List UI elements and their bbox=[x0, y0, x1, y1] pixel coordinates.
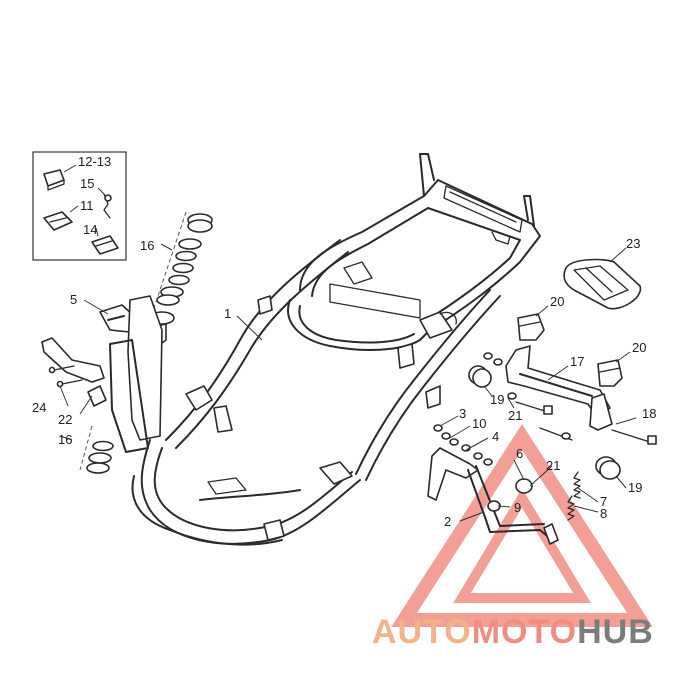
logo-text-moto: MOTO bbox=[471, 613, 578, 651]
callout-7: 7 bbox=[600, 494, 607, 509]
callout-labels: 1 2 3 4 5 6 7 8 9 10 11 12-13 14 15 16 1… bbox=[32, 154, 656, 529]
watermark-triangle-logo bbox=[391, 424, 653, 627]
callout-2: 2 bbox=[444, 514, 451, 529]
silent-block-parts bbox=[468, 365, 621, 480]
callout-21-lower: 21 bbox=[546, 458, 560, 473]
main-frame bbox=[109, 153, 541, 546]
callout-1: 1 bbox=[224, 306, 231, 321]
clip-nut-part bbox=[43, 169, 65, 191]
rubber-buffer-parts bbox=[517, 313, 623, 387]
callout-11: 11 bbox=[80, 198, 94, 213]
callout-17: 17 bbox=[570, 354, 584, 369]
callout-22: 22 bbox=[58, 412, 72, 427]
callout-6: 6 bbox=[516, 446, 523, 461]
callout-8: 8 bbox=[600, 506, 607, 521]
callout-10: 10 bbox=[472, 416, 486, 431]
callout-20-right: 20 bbox=[632, 340, 646, 355]
callout-4: 4 bbox=[492, 429, 499, 444]
callout-3: 3 bbox=[459, 406, 466, 421]
logo-text-auto: AUTO bbox=[372, 613, 472, 651]
screw-part bbox=[103, 193, 112, 219]
callout-5: 5 bbox=[70, 292, 77, 307]
callout-12-13: 12-13 bbox=[78, 154, 111, 169]
callout-16-lower: 16 bbox=[58, 432, 72, 447]
leader-lines bbox=[59, 243, 637, 522]
callout-15: 15 bbox=[80, 176, 94, 191]
cover-strap-part bbox=[563, 258, 642, 310]
callout-24: 24 bbox=[32, 400, 46, 415]
automotohub-logo: AUTOMOTOHUB bbox=[372, 612, 692, 652]
callout-19-right: 19 bbox=[628, 480, 642, 495]
engine-mount-link bbox=[483, 345, 657, 445]
callout-14: 14 bbox=[83, 222, 97, 237]
clip-part bbox=[91, 235, 119, 255]
callout-20-left: 20 bbox=[550, 294, 564, 309]
side-bracket-part bbox=[41, 337, 107, 407]
callout-19-left: 19 bbox=[490, 392, 504, 407]
spring-clip-part bbox=[43, 211, 73, 231]
steering-bearing-set-lower bbox=[86, 440, 114, 474]
stand-springs bbox=[567, 471, 581, 521]
callout-16-upper: 16 bbox=[140, 238, 154, 253]
center-stand-assembly bbox=[427, 424, 559, 545]
callout-23: 23 bbox=[626, 236, 640, 251]
steering-bearing-set-upper bbox=[149, 213, 213, 325]
inset-parts-box bbox=[32, 151, 127, 261]
callout-9: 9 bbox=[514, 500, 521, 515]
logo-text-hub: HUB bbox=[577, 613, 654, 651]
callout-18: 18 bbox=[642, 406, 656, 421]
callout-21-upper: 21 bbox=[508, 408, 522, 423]
